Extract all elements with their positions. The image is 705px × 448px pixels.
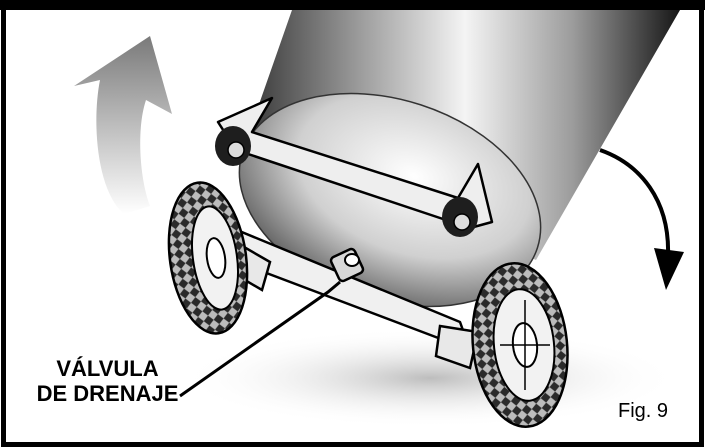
rotate-down-arrow-icon xyxy=(654,248,684,290)
drain-valve-label: VÁLVULA DE DRENAJE xyxy=(20,356,195,406)
tilt-up-arrow-icon xyxy=(74,36,172,214)
wheel-left xyxy=(160,177,256,338)
rotate-down-arrow-curve xyxy=(600,150,668,256)
drain-valve-label-line1: VÁLVULA xyxy=(20,356,195,381)
top-bar xyxy=(0,0,705,10)
figure-number: Fig. 9 xyxy=(618,400,668,423)
drain-valve-label-line2: DE DRENAJE xyxy=(20,381,195,406)
rubber-foot-left xyxy=(215,126,251,166)
rubber-foot-right xyxy=(442,197,478,237)
